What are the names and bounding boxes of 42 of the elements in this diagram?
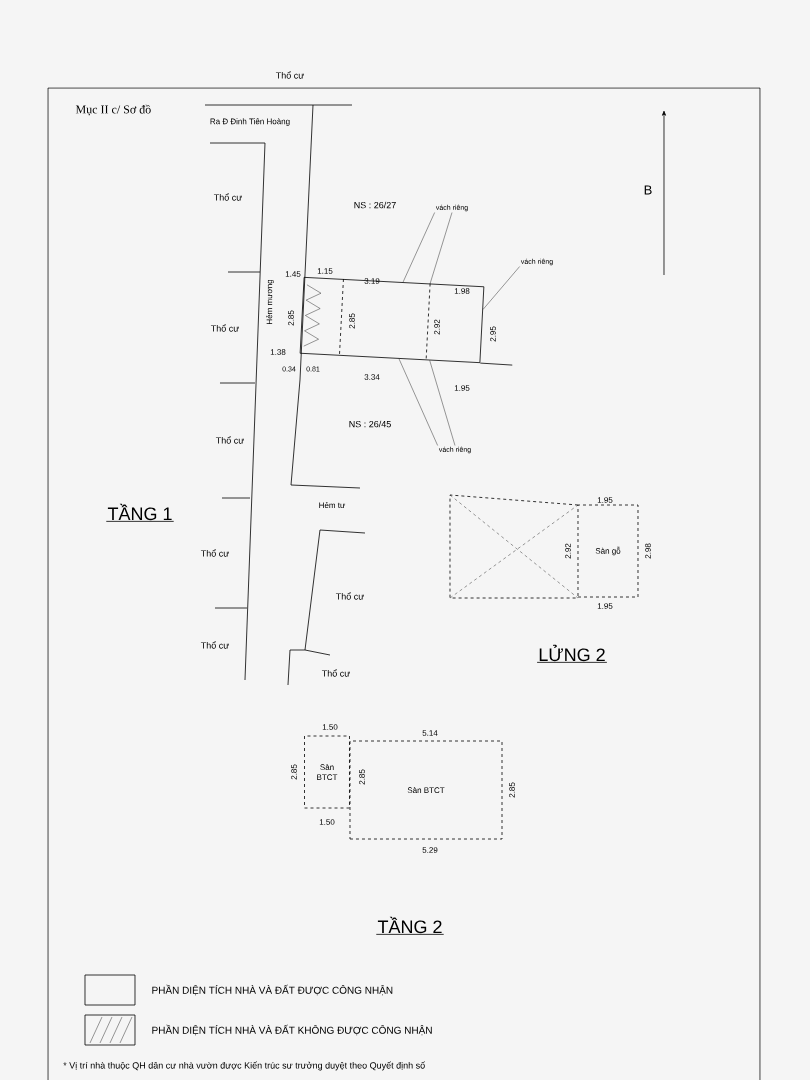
- dimension-label: 3.34: [364, 374, 380, 380]
- dimension-label: 2.85: [291, 764, 297, 780]
- dimension-label: 1.38: [270, 349, 286, 355]
- house-plot: [299, 276, 485, 364]
- floor-heading: TẦNG 1: [105, 503, 175, 522]
- area-label: Thổ cư: [215, 436, 244, 444]
- dimension-label: 1.50: [322, 724, 338, 730]
- dimension-label: 2.92: [434, 319, 440, 335]
- street-label: Hẻm tư: [319, 502, 346, 509]
- note: * Vị trí nhà thuộc QH dân cư nhà vườn được Kiến trúc sư trưởng duyệt theo Quyết định số: [63, 1061, 425, 1071]
- leader-line: [429, 212, 453, 284]
- legend-text: PHẦN DIỆN TÍCH NHÀ VÀ ĐẤT KHÔNG ĐƯỢC CÔNG NHẬN: [152, 1024, 432, 1036]
- floor-area-box: Sàn gỗ: [577, 504, 639, 598]
- leader-line: [482, 266, 520, 310]
- leader-line: [429, 360, 456, 446]
- section-title: Mục II c/ Sơ đồ: [75, 104, 151, 116]
- dimension-label: 2.85: [359, 769, 365, 785]
- lot-number: NS : 26/45: [349, 420, 391, 428]
- dimension-label: 1.98: [454, 288, 470, 294]
- legend-text: PHẦN DIỆN TÍCH NHÀ VÀ ĐẤT ĐƯỢC CÔNG NHẬN: [152, 984, 393, 996]
- leader-line: [402, 212, 435, 283]
- floor-heading: TẦNG 2: [375, 916, 445, 935]
- area-label: Thổ cư: [200, 549, 229, 557]
- street-label: Hẻm mương: [266, 279, 274, 324]
- area-label: Thổ cư: [335, 592, 364, 600]
- area-label: Thổ cư: [213, 193, 242, 201]
- street-label: Ra Đ Đinh Tiên Hoàng: [210, 118, 290, 126]
- compass-letter: B: [644, 185, 652, 195]
- dimension-label: 3.19: [364, 278, 380, 284]
- area-label: Thổ cư: [275, 71, 304, 79]
- dimension-label: 1.50: [319, 819, 335, 825]
- dimension-label: 5.29: [422, 847, 438, 853]
- area-label: Thổ cư: [200, 641, 229, 649]
- area-label: Thổ cư: [321, 669, 350, 677]
- leader-line: [398, 358, 438, 446]
- dimension-label: 1.95: [454, 385, 470, 391]
- dimension-label: 2.85: [349, 313, 355, 329]
- dimension-label: 1.45: [285, 271, 301, 277]
- lot-number: NS : 26/27: [354, 201, 396, 209]
- area-label: Thổ cư: [210, 324, 239, 332]
- floor-area-box: Sàn BTCT: [304, 735, 350, 809]
- floor-heading: LỬNG 2: [536, 644, 608, 663]
